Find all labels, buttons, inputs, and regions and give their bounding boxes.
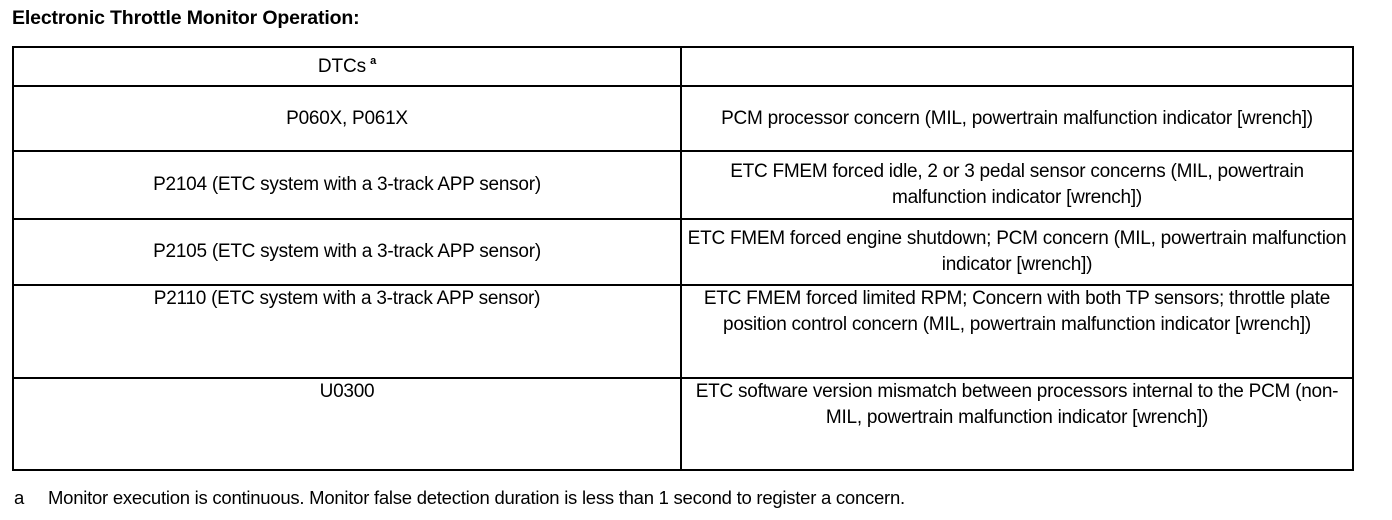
- cell-description: ETC software version mismatch between pr…: [680, 377, 1354, 471]
- footnote-mark: a: [14, 487, 25, 508]
- cell-dtc: U0300: [12, 377, 682, 471]
- table-row: P2104 (ETC system with a 3-track APP sen…: [12, 150, 1354, 220]
- table-row: P060X, P061X PCM processor concern (MIL,…: [12, 85, 1354, 152]
- column-header-description: [680, 46, 1354, 87]
- column-header-dtcs-label: DTCs: [317, 55, 367, 77]
- cell-description: PCM processor concern (MIL, powertrain m…: [680, 85, 1354, 152]
- cell-description: ETC FMEM forced engine shutdown; PCM con…: [680, 218, 1354, 286]
- footnote: a Monitor execution is continuous. Monito…: [14, 486, 1384, 510]
- cell-dtc: P2104 (ETC system with a 3-track APP sen…: [12, 150, 682, 220]
- cell-description: ETC FMEM forced limited RPM; Concern wit…: [680, 284, 1354, 379]
- footnote-superscript-a: a: [370, 55, 377, 68]
- footnote-text: Monitor execution is continuous. Monitor…: [48, 487, 905, 508]
- cell-dtc: P2105 (ETC system with a 3-track APP sen…: [12, 218, 682, 286]
- table-row: P2105 (ETC system with a 3-track APP sen…: [12, 218, 1354, 286]
- cell-description: ETC FMEM forced idle, 2 or 3 pedal senso…: [680, 150, 1354, 220]
- table-row: U0300 ETC software version mismatch betw…: [12, 377, 1354, 471]
- cell-dtc: P2110 (ETC system with a 3-track APP sen…: [12, 284, 682, 379]
- table-row: P2110 (ETC system with a 3-track APP sen…: [12, 284, 1354, 379]
- cell-dtc: P060X, P061X: [12, 85, 682, 152]
- page-title: Electronic Throttle Monitor Operation:: [12, 7, 360, 29]
